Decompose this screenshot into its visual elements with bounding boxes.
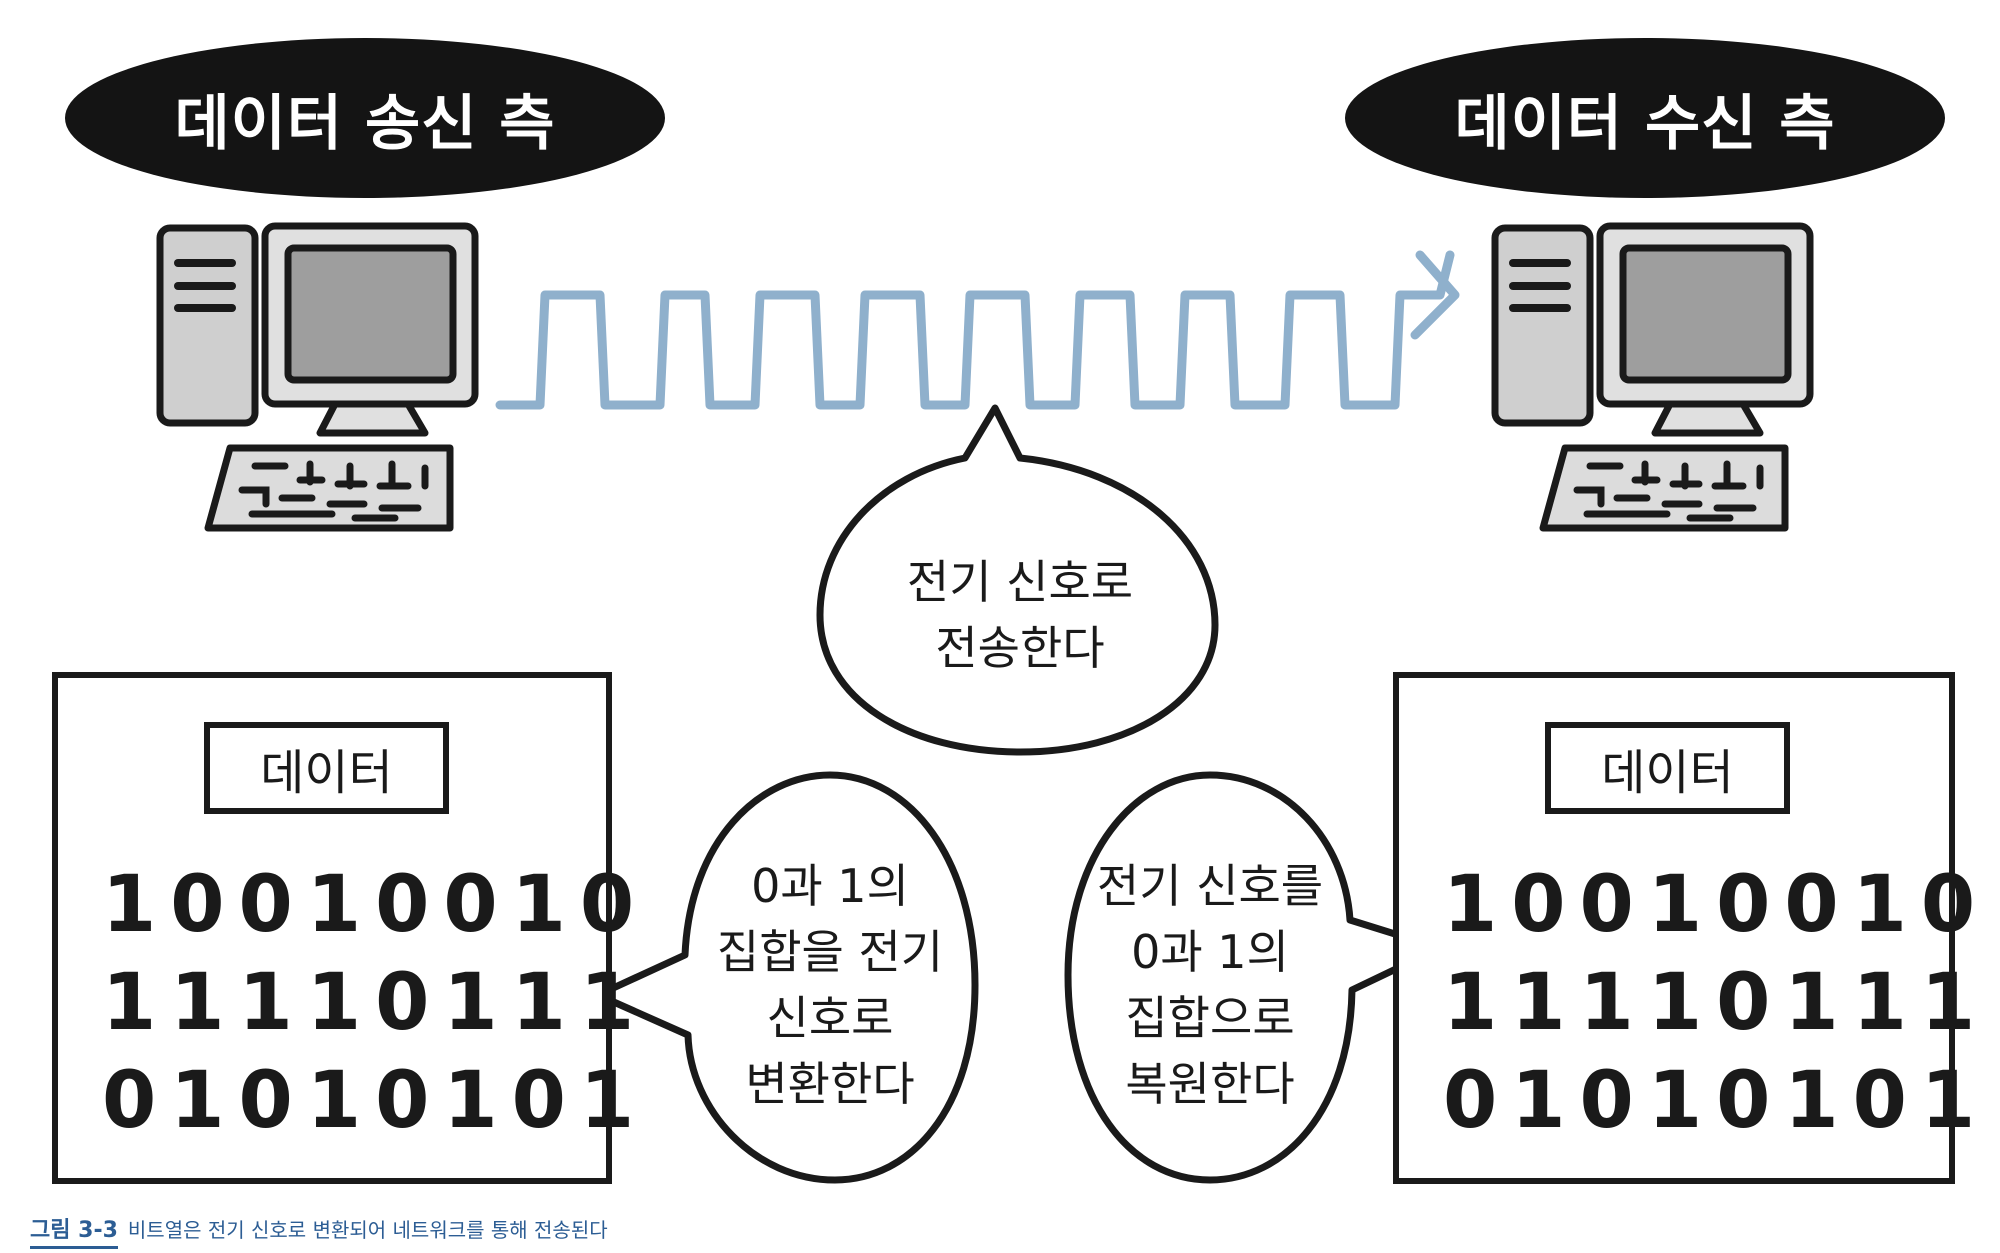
- figure-caption: 그림 3-3 비트열은 전기 신호로 변환되어 네트워크를 통해 전송된다: [30, 1212, 608, 1249]
- sender-title: 데이터 송신 측: [174, 88, 556, 159]
- encode-speech-bubble: [594, 771, 979, 1184]
- decode-bubble-text: 전기 신호를 0과 1의 집합으로 복원한다: [1096, 859, 1324, 1111]
- receiver-title-badge: 데이터 수신 측: [1345, 38, 1945, 198]
- sender-bits-row-1: 10010010: [102, 860, 649, 950]
- receiver-title: 데이터 수신 측: [1454, 88, 1836, 159]
- receiver-data-box: 데이터 10010010 11110111 01010101: [1393, 672, 1975, 1184]
- transmit-bubble-text: 전기 신호로 전송한다: [906, 555, 1134, 675]
- sender-title-badge: 데이터 송신 측: [65, 38, 665, 198]
- sender-data-label: 데이터: [204, 722, 449, 814]
- figure-number: 그림 3-3: [30, 1212, 118, 1249]
- electric-signal-wave: [495, 250, 1455, 410]
- transmit-speech-bubble: [816, 404, 1219, 756]
- encode-bubble-text: 0과 1의 집합을 전기 신호로 변환한다: [716, 859, 944, 1111]
- sender-computer-icon: [160, 226, 475, 528]
- signal-arrow-head: [1410, 250, 1460, 340]
- sender-data-box: 데이터 10010010 11110111 01010101: [52, 672, 634, 1184]
- receiver-bits-row-2: 11110111: [1443, 958, 1990, 1048]
- receiver-bits-row-3: 01010101: [1443, 1056, 1990, 1146]
- sender-bits-row-2: 11110111: [102, 958, 649, 1048]
- receiver-data-label: 데이터: [1545, 722, 1790, 814]
- figure-caption-text: 비트열은 전기 신호로 변환되어 네트워크를 통해 전송된다: [127, 1218, 608, 1242]
- receiver-bits-row-1: 10010010: [1443, 860, 1990, 950]
- sender-bits-row-3: 01010101: [102, 1056, 649, 1146]
- sender-bit-sequence: 10010010 11110111 01010101: [102, 856, 648, 1150]
- decode-speech-bubble: [1064, 771, 1444, 1184]
- receiver-bit-sequence: 10010010 11110111 01010101: [1443, 856, 1989, 1150]
- receiver-computer-icon: [1495, 226, 1810, 528]
